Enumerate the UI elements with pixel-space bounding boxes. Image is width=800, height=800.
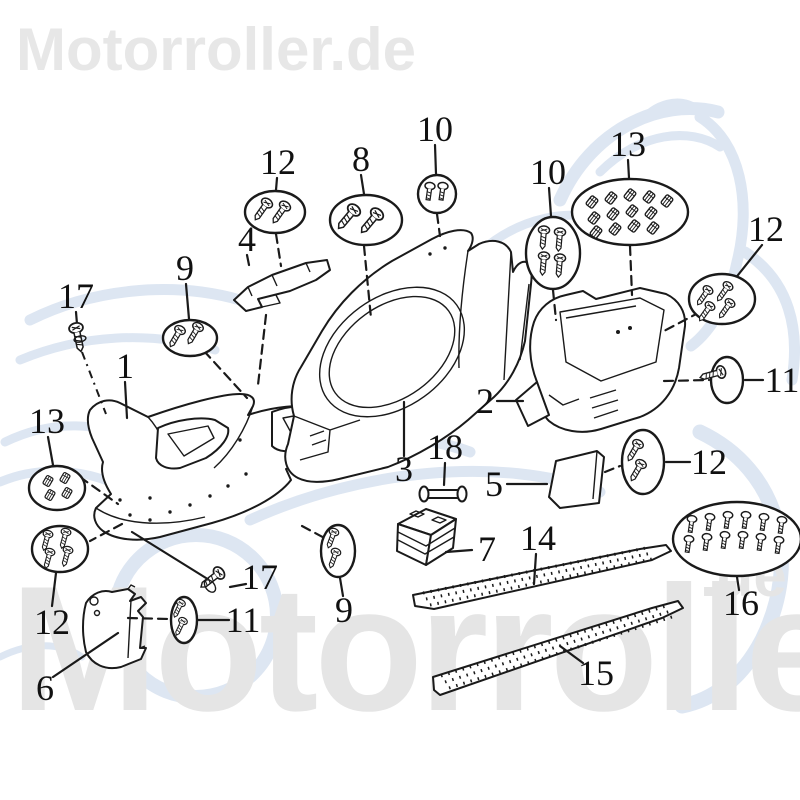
callout-label-left-1: 1	[116, 346, 134, 386]
fastener-group-bottom-left-12	[30, 524, 90, 574]
callout-labels: 12 8 10 10 13 12 17 9 4 1 13 2 11 3 18 5…	[29, 109, 799, 708]
decor-swirl	[739, 246, 800, 386]
fastener-groups	[27, 173, 800, 645]
callout-label-right-13: 13	[610, 124, 646, 164]
fastener-group-top-12	[243, 189, 307, 235]
callout-label-right-10: 10	[530, 152, 566, 192]
fastener-group-left-9	[161, 318, 219, 358]
callout-label-right-11: 11	[765, 360, 800, 400]
callout-label-right-12: 12	[748, 209, 784, 249]
fastener-group-top-10	[416, 173, 458, 215]
callout-label-right-16: 16	[723, 583, 759, 623]
callout-label-left-13: 13	[29, 401, 65, 441]
part-5-plate	[548, 450, 605, 509]
callout-label-bottom-9: 9	[335, 590, 353, 630]
decor-swirl	[636, 98, 699, 126]
fastener-group-right-10	[524, 215, 582, 291]
fastener-group-right-13	[570, 177, 690, 247]
callout-label-mid-7: 7	[478, 529, 496, 569]
fastener-group-8	[328, 193, 404, 247]
watermark-logo: Motorroller.de	[16, 16, 416, 83]
part-7-battery	[396, 508, 457, 566]
callout-label-top-8: 8	[352, 139, 370, 179]
callout-label-bottom-6: 6	[36, 668, 54, 708]
part-18-bolt	[418, 485, 468, 503]
fastener-group-left-13	[27, 464, 87, 512]
decor-swirl	[0, 642, 86, 661]
callout-label-mid-5: 5	[485, 464, 503, 504]
callout-label-bottom-15: 15	[578, 653, 614, 693]
callout-label-mid-2: 2	[476, 381, 494, 421]
leader-lines	[46, 143, 765, 679]
part-2-rear-box	[515, 287, 687, 433]
callout-label-left-17: 17	[58, 276, 94, 316]
callout-label-left-4: 4	[238, 219, 256, 259]
fastener-group-mid-right-12	[620, 428, 666, 496]
decor-swirl	[595, 131, 725, 177]
fastener-group-bottom-11	[169, 595, 199, 645]
callout-label-mid-14: 14	[520, 518, 556, 558]
callout-label-mid-3: 3	[395, 449, 413, 489]
decor-swirl	[674, 424, 789, 714]
callout-label-top-12: 12	[260, 142, 296, 182]
fastener-group-right-12	[687, 272, 757, 326]
screw-17-top	[67, 320, 89, 354]
fastener-group-right-11	[697, 355, 745, 405]
part-4-bracket	[233, 259, 331, 312]
callout-label-top-10: 10	[417, 109, 453, 149]
decor-swirl	[24, 284, 246, 326]
callout-label-bottom-17: 17	[242, 557, 278, 597]
screw-17-bottom	[196, 563, 228, 594]
part-drawings	[82, 229, 687, 696]
part-15-footboard-strip	[432, 600, 684, 696]
part-3-underbody	[284, 229, 533, 483]
callout-label-mid-right-12: 12	[691, 442, 727, 482]
fastener-group-16	[671, 500, 800, 578]
callout-label-left-9: 9	[176, 248, 194, 288]
callout-label-bottom-11: 11	[226, 600, 261, 640]
callout-label-mid-18: 18	[427, 427, 463, 467]
part-6-mud-flap	[82, 584, 147, 670]
callout-label-bottom-left-12: 12	[34, 602, 70, 642]
fastener-group-bottom-9	[319, 523, 357, 579]
